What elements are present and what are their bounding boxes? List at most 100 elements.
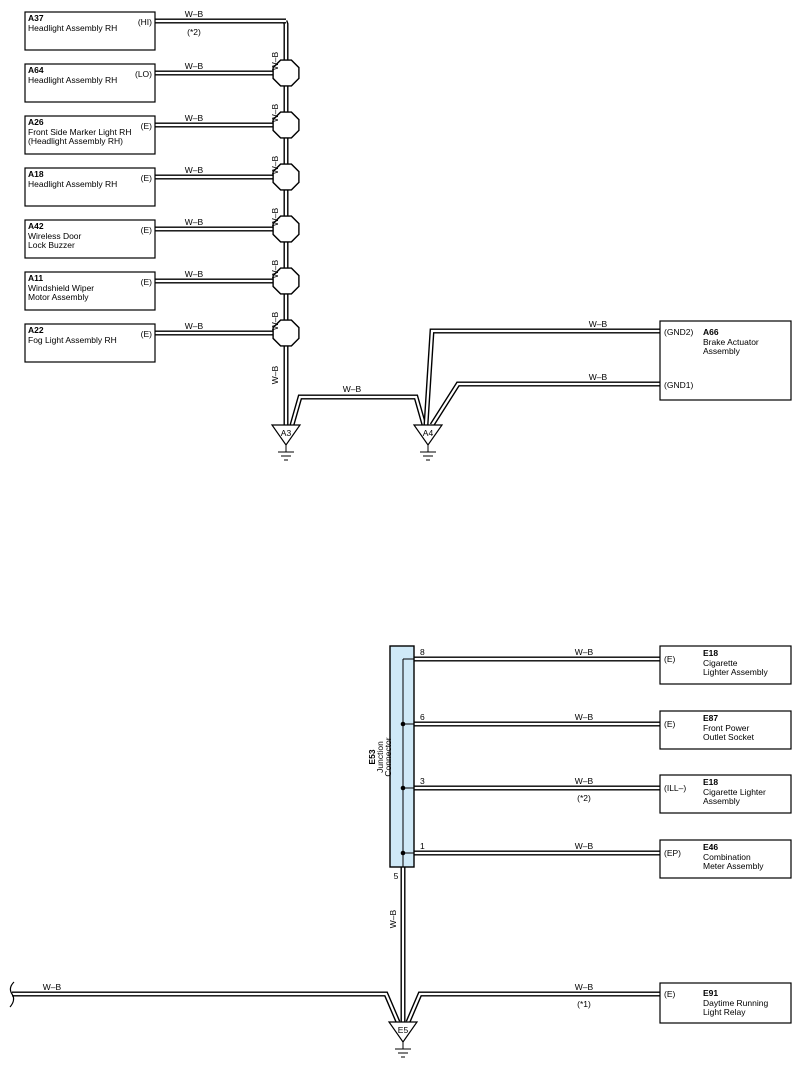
trunk-label: W–B bbox=[270, 103, 280, 122]
a3-a4-wire bbox=[289, 394, 427, 426]
splice-point bbox=[272, 267, 300, 295]
ground-triangle bbox=[270, 424, 302, 447]
wire-label: W–B bbox=[185, 9, 204, 19]
component-box bbox=[24, 271, 156, 311]
ground-label: E5 bbox=[398, 1025, 409, 1035]
wire-note: (*1) bbox=[577, 999, 591, 1009]
wire-label: W–B bbox=[43, 982, 62, 992]
trunk-label: W–B bbox=[270, 207, 280, 226]
pin-label: (E) bbox=[664, 719, 676, 729]
pin-label: (E) bbox=[141, 173, 153, 183]
wire-label: W–B bbox=[575, 982, 594, 992]
component-box bbox=[659, 710, 792, 750]
wire-break-mark bbox=[9, 981, 15, 1008]
component-box-e91 bbox=[659, 982, 792, 1024]
component-id: A26 bbox=[28, 117, 44, 127]
splice-point bbox=[272, 59, 300, 87]
junction-title: Junction bbox=[375, 741, 385, 773]
pin-label: (GND2) bbox=[664, 327, 693, 337]
pin-label: (EP) bbox=[664, 848, 681, 858]
wire-label: W–B bbox=[575, 712, 594, 722]
splice-point bbox=[272, 111, 300, 139]
trunk-label: W–B bbox=[270, 311, 280, 330]
wire-label: W–B bbox=[575, 647, 594, 657]
pin-label: (E) bbox=[664, 654, 676, 664]
component-box bbox=[24, 63, 156, 103]
wire-label: W–B bbox=[589, 319, 608, 329]
wire-inner bbox=[12, 992, 400, 1023]
component-box bbox=[24, 167, 156, 207]
splice-point bbox=[272, 163, 300, 191]
component-name: Front Side Marker Light RH bbox=[28, 127, 131, 137]
component-id: A11 bbox=[28, 273, 43, 283]
component-box bbox=[24, 11, 156, 51]
wire-outer bbox=[429, 381, 660, 427]
component-name: Outlet Socket bbox=[703, 732, 755, 742]
wire-inner bbox=[290, 395, 426, 426]
pin-label: (LO) bbox=[135, 69, 152, 79]
wire-label: W–B bbox=[388, 909, 398, 928]
component-name: Light Relay bbox=[703, 1007, 746, 1017]
component-name: Daytime Running bbox=[703, 998, 768, 1008]
wire-label: W–B bbox=[185, 165, 204, 175]
component-name: Meter Assembly bbox=[703, 861, 764, 871]
component-name: Lighter Assembly bbox=[703, 667, 768, 677]
component-name: Front Power bbox=[703, 723, 749, 733]
component-name: Lock Buzzer bbox=[28, 240, 75, 250]
component-name: Headlight Assembly RH bbox=[28, 23, 117, 33]
trunk-label: W–B bbox=[270, 259, 280, 278]
e91-wire bbox=[405, 991, 660, 1023]
component-id: A18 bbox=[28, 169, 44, 179]
component-name: Fog Light Assembly RH bbox=[28, 335, 117, 345]
trunk-label: W–B bbox=[270, 365, 280, 384]
ground-triangle bbox=[387, 1021, 419, 1044]
wire-outer bbox=[423, 328, 660, 426]
component-name: Cigarette bbox=[703, 658, 738, 668]
component-box-a66 bbox=[659, 320, 792, 401]
component-name: Cigarette Lighter bbox=[703, 787, 766, 797]
junction-id: E53 bbox=[367, 749, 377, 764]
wire-note: (*2) bbox=[187, 27, 201, 37]
component-id: E91 bbox=[703, 988, 718, 998]
wire-label: W–B bbox=[185, 61, 204, 71]
splice-point bbox=[272, 215, 300, 243]
component-name: Headlight Assembly RH bbox=[28, 75, 117, 85]
pin-label: (ILL–) bbox=[664, 783, 686, 793]
wire-inner bbox=[424, 329, 660, 426]
wire-outer bbox=[12, 991, 401, 1023]
pin-label: (E) bbox=[664, 989, 676, 999]
component-name: Motor Assembly bbox=[28, 292, 89, 302]
wire-inner bbox=[406, 992, 660, 1023]
junction-connector bbox=[389, 645, 415, 868]
a66-gnd1-wire bbox=[429, 381, 660, 427]
pin-number: 8 bbox=[420, 647, 425, 657]
trunk-label: W–B bbox=[270, 155, 280, 174]
pin-label: (E) bbox=[141, 277, 153, 287]
trunk-label: W–B bbox=[270, 51, 280, 70]
wire-label: W–B bbox=[185, 269, 204, 279]
component-id: A66 bbox=[703, 327, 719, 337]
component-name: Assembly bbox=[703, 796, 741, 806]
wire-outer bbox=[405, 991, 660, 1023]
component-name: Wireless Door bbox=[28, 231, 82, 241]
ground-label: A4 bbox=[423, 428, 434, 438]
component-name: Brake Actuator bbox=[703, 337, 759, 347]
component-box bbox=[24, 219, 156, 259]
component-name: Headlight Assembly RH bbox=[28, 179, 117, 189]
pin-label: (E) bbox=[141, 329, 153, 339]
component-id: A22 bbox=[28, 325, 44, 335]
pin-label: (HI) bbox=[138, 17, 152, 27]
left-wire bbox=[12, 991, 401, 1023]
wire-label: W–B bbox=[185, 113, 204, 123]
component-box bbox=[659, 645, 792, 685]
component-name: Windshield Wiper bbox=[28, 283, 94, 293]
wire-label: W–B bbox=[575, 841, 594, 851]
a66-gnd2-wire bbox=[423, 328, 660, 426]
pin-label: (E) bbox=[141, 121, 153, 131]
component-box bbox=[659, 839, 792, 879]
pin-number: 5 bbox=[394, 871, 399, 881]
component-id: E46 bbox=[703, 842, 718, 852]
component-id: E18 bbox=[703, 648, 718, 658]
component-name: (Headlight Assembly RH) bbox=[28, 136, 123, 146]
